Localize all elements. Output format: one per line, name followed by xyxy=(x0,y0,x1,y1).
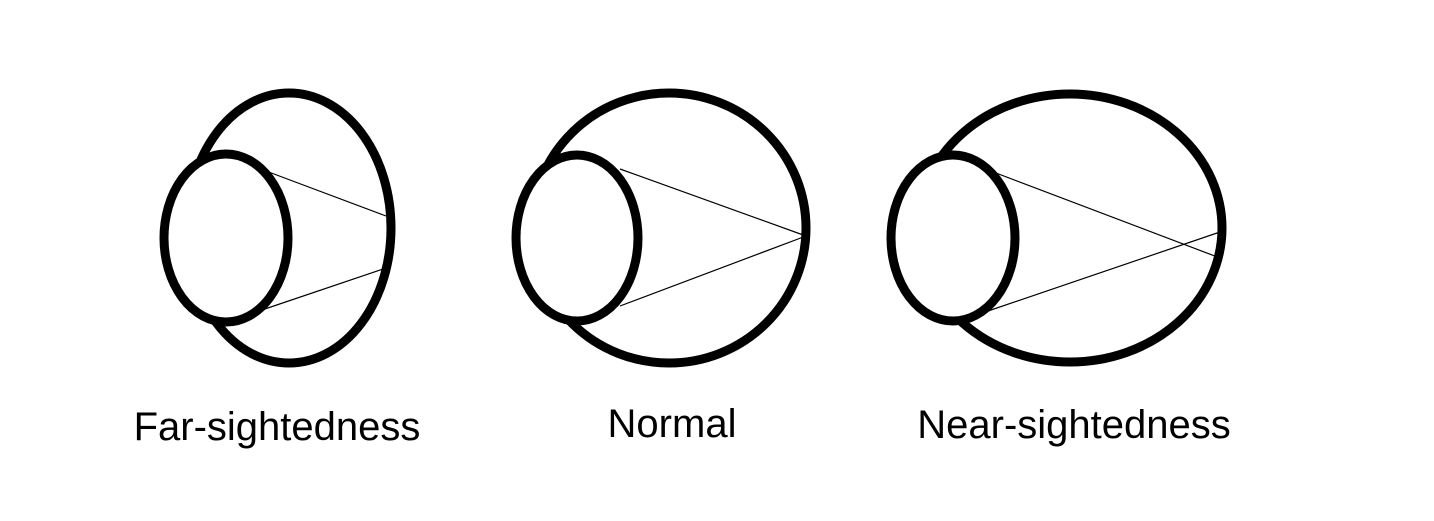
normal-lower-ray xyxy=(619,235,807,307)
far-sighted-label: Far-sightedness xyxy=(134,405,421,449)
normal-lens xyxy=(511,150,643,326)
normal-label: Normal xyxy=(608,402,737,446)
far-sighted-lower-ray xyxy=(255,267,387,313)
near-sighted-upper-ray xyxy=(995,172,1221,259)
near-sighted-lens xyxy=(886,150,1020,326)
far-sighted-eye: Far-sightedness xyxy=(134,88,421,449)
far-sighted-upper-ray xyxy=(265,170,387,217)
far-sighted-lens xyxy=(159,149,293,327)
normal-eye: Normal xyxy=(511,88,811,446)
near-sighted-lower-ray xyxy=(987,231,1221,312)
near-sighted-label: Near-sightedness xyxy=(917,403,1231,447)
near-sighted-eye: Near-sightedness xyxy=(886,89,1231,447)
normal-upper-ray xyxy=(619,168,807,237)
